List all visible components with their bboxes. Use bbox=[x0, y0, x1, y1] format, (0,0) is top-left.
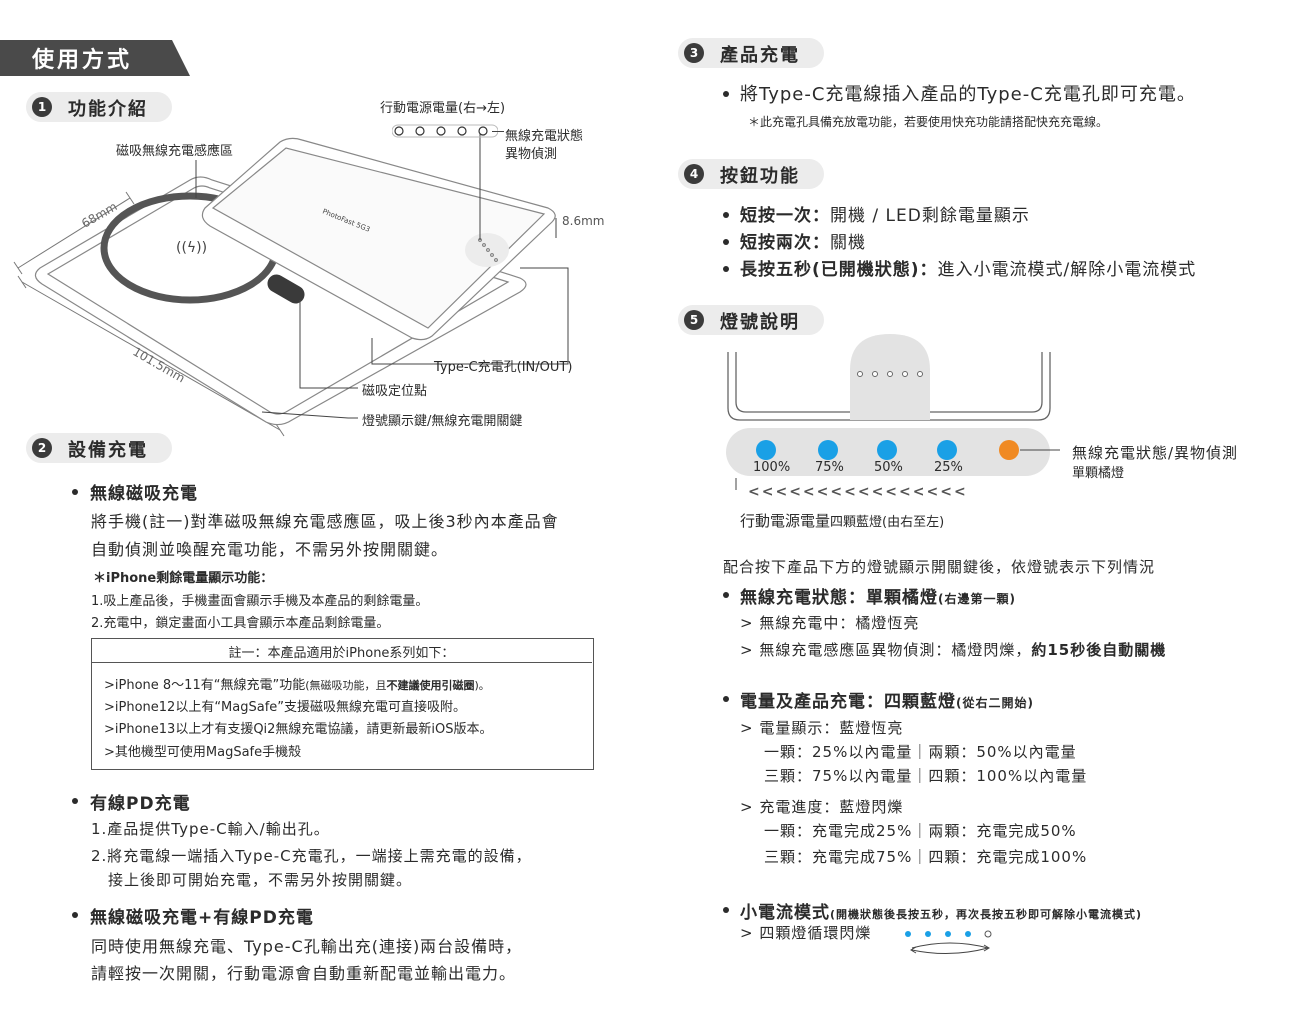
section-4-title: 按鈕功能 bbox=[720, 166, 800, 187]
section-3-number: 3 bbox=[684, 43, 704, 63]
note-head: 註一：本產品適用於iPhone系列如下： bbox=[228, 646, 455, 661]
section-3-title: 產品充電 bbox=[720, 45, 800, 66]
bullet bbox=[723, 239, 729, 245]
both-l2: 請輕按一次開關，行動電源會自動重新配電並輸出電力。 bbox=[91, 964, 517, 983]
section-1-title: 功能介紹 bbox=[68, 99, 148, 120]
label-orange-sub: 單顆橘燈 bbox=[1072, 466, 1125, 481]
label-magnet-point: 磁吸定位點 bbox=[362, 384, 428, 399]
wired-l1: 1.產品提供Type-C輸入/輸出孔。 bbox=[91, 820, 330, 838]
label-foreign-object: 異物偵測 bbox=[505, 147, 558, 162]
bullet bbox=[72, 489, 78, 495]
bullet bbox=[72, 912, 78, 918]
s5-b3: 三顆：75%以內電量｜四顆：100%以內電量 bbox=[764, 767, 1088, 785]
section-2-title: 設備充電 bbox=[68, 440, 148, 461]
note-line-3: >iPhone13以上才有支援Qi2無線充電協議，請更新最新iOS版本。 bbox=[104, 722, 493, 737]
note-box bbox=[91, 638, 594, 770]
page-title: 使用方式 bbox=[32, 48, 133, 73]
svg-text:((ϟ)): ((ϟ)) bbox=[176, 240, 207, 256]
pct-75: 75% bbox=[815, 460, 844, 475]
section-2-number: 2 bbox=[32, 438, 52, 458]
section-1-number: 1 bbox=[32, 97, 52, 117]
both-l1: 同時使用無線充電、Type-C孔輸出充(連接)兩台設備時， bbox=[91, 937, 523, 956]
wired-l3: 接上後即可開始充電，不需另外按開關鍵。 bbox=[108, 871, 413, 889]
iphone-display-1: 1.吸上產品後，手機畫面會顯示手機及本產品的剩餘電量。 bbox=[91, 594, 429, 609]
wireless-p1: 將手機(註一)對準磁吸無線充電感應區，吸上後3秒內本產品會 bbox=[91, 512, 559, 531]
led-blue-3 bbox=[877, 440, 897, 460]
pct-50: 50% bbox=[874, 460, 903, 475]
iphone-display-title: ＊iPhone剩餘電量顯示功能： bbox=[93, 571, 274, 586]
bullet bbox=[723, 266, 729, 272]
direction-chevrons: <<<<<<<<<<<<<<<< bbox=[748, 484, 968, 500]
s5-b4: > 充電進度：藍燈閃爍 bbox=[740, 798, 904, 816]
product-illustration: ((ϟ)) PhotoFast 5G3 bbox=[13, 134, 569, 437]
s5-c1: > 四顆燈循環閃爍 bbox=[740, 924, 872, 942]
both-title: 無線磁吸充電+有線PD充電 bbox=[90, 908, 314, 928]
section-banner bbox=[0, 40, 190, 76]
s5-a1: > 無線充電中：橘燈恆亮 bbox=[740, 614, 920, 632]
s5-b2: 一顆：25%以內電量｜兩顆：50%以內電量 bbox=[764, 743, 1077, 761]
wireless-p2: 自動偵測並喚醒充電功能，不需另外按開關鍵。 bbox=[91, 540, 449, 559]
bullet bbox=[723, 91, 729, 97]
section-5-title: 燈號說明 bbox=[720, 312, 800, 333]
s4-item-3: 長按五秒(已開機狀態)：進入小電流模式/解除小電流模式 bbox=[740, 260, 1197, 280]
note-line-1: >iPhone 8～11有“無線充電”功能(無磁吸功能，且不建議使用引磁圈)。 bbox=[104, 678, 490, 693]
led-blue-4 bbox=[937, 440, 957, 460]
pct-25: 25% bbox=[934, 460, 963, 475]
s5-b5: 一顆：充電完成25%｜兩顆：充電完成50% bbox=[764, 822, 1077, 840]
label-wireless-status: 無線充電狀態 bbox=[505, 129, 584, 144]
bullet bbox=[72, 798, 78, 804]
led-diagram bbox=[726, 334, 1060, 490]
bullet bbox=[723, 907, 729, 913]
label-blue: 行動電源電量四顆藍燈(由右至左) bbox=[740, 512, 945, 530]
led-orange bbox=[999, 440, 1019, 460]
s4-item-1: 短按一次：開機 / LED剩餘電量顯示 bbox=[740, 206, 1030, 226]
s5-c-title: 小電流模式(開機狀態後長按五秒，再次長按五秒即可解除小電流模式) bbox=[740, 903, 1143, 923]
s5-a2: > 無線充電感應區異物偵測：橘燈閃爍，約15秒後自動關機 bbox=[740, 641, 1167, 659]
label-power-level: 行動電源電量(右→左) bbox=[380, 101, 506, 116]
pct-100: 100% bbox=[753, 460, 791, 475]
led-dots-diagram bbox=[392, 124, 498, 138]
note-line-2: >iPhone12以上有“MagSafe”支援磁吸無線充電可直接吸附。 bbox=[104, 700, 467, 715]
section-5-number: 5 bbox=[684, 310, 704, 330]
label-typec: Type-C充電孔(IN/OUT) bbox=[434, 360, 573, 375]
s3-line: 將Type-C充電線插入產品的Type-C充電孔即可充電。 bbox=[740, 84, 1196, 105]
wireless-title: 無線磁吸充電 bbox=[90, 484, 198, 504]
led-blue-2 bbox=[818, 440, 838, 460]
s5-intro: 配合按下產品下方的燈號顯示開關鍵後，依燈號表示下列情況 bbox=[723, 558, 1156, 576]
s5-a-title: 無線充電狀態：單顆橘燈(右邊第一顆) bbox=[740, 588, 1016, 608]
section-4-number: 4 bbox=[684, 164, 704, 184]
s4-item-2: 短按兩次：關機 bbox=[740, 233, 866, 253]
note-line-4: >其他機型可使用MagSafe手機殼 bbox=[104, 745, 302, 760]
note-header-row bbox=[91, 638, 592, 663]
wired-title: 有線PD充電 bbox=[90, 794, 191, 814]
cycle-blink-icon bbox=[905, 930, 992, 955]
s5-b1: > 電量顯示：藍燈恆亮 bbox=[740, 719, 904, 737]
wired-l2: 2.將充電線一端插入Type-C充電孔，一端接上需充電的設備， bbox=[91, 847, 532, 865]
led-blue-1 bbox=[756, 440, 776, 460]
label-thickness: 8.6mm bbox=[562, 214, 605, 228]
label-wireless-area: 磁吸無線充電感應區 bbox=[116, 144, 234, 159]
label-led-button: 燈號顯示鍵/無線充電開關鍵 bbox=[362, 414, 523, 429]
bullet bbox=[723, 592, 729, 598]
label-orange: 無線充電狀態/異物偵測 bbox=[1072, 444, 1239, 462]
iphone-display-2: 2.充電中，鎖定畫面小工具會顯示本產品剩餘電量。 bbox=[91, 616, 390, 631]
bullet bbox=[723, 696, 729, 702]
s3-note: ＊此充電孔具備充放電功能，若要使用快充功能請搭配快充充電線。 bbox=[748, 115, 1109, 129]
s5-b-title: 電量及產品充電：四顆藍燈(從右二開始) bbox=[740, 692, 1034, 712]
bullet bbox=[723, 212, 729, 218]
s5-b6: 三顆：充電完成75%｜四顆：充電完成100% bbox=[764, 848, 1088, 866]
